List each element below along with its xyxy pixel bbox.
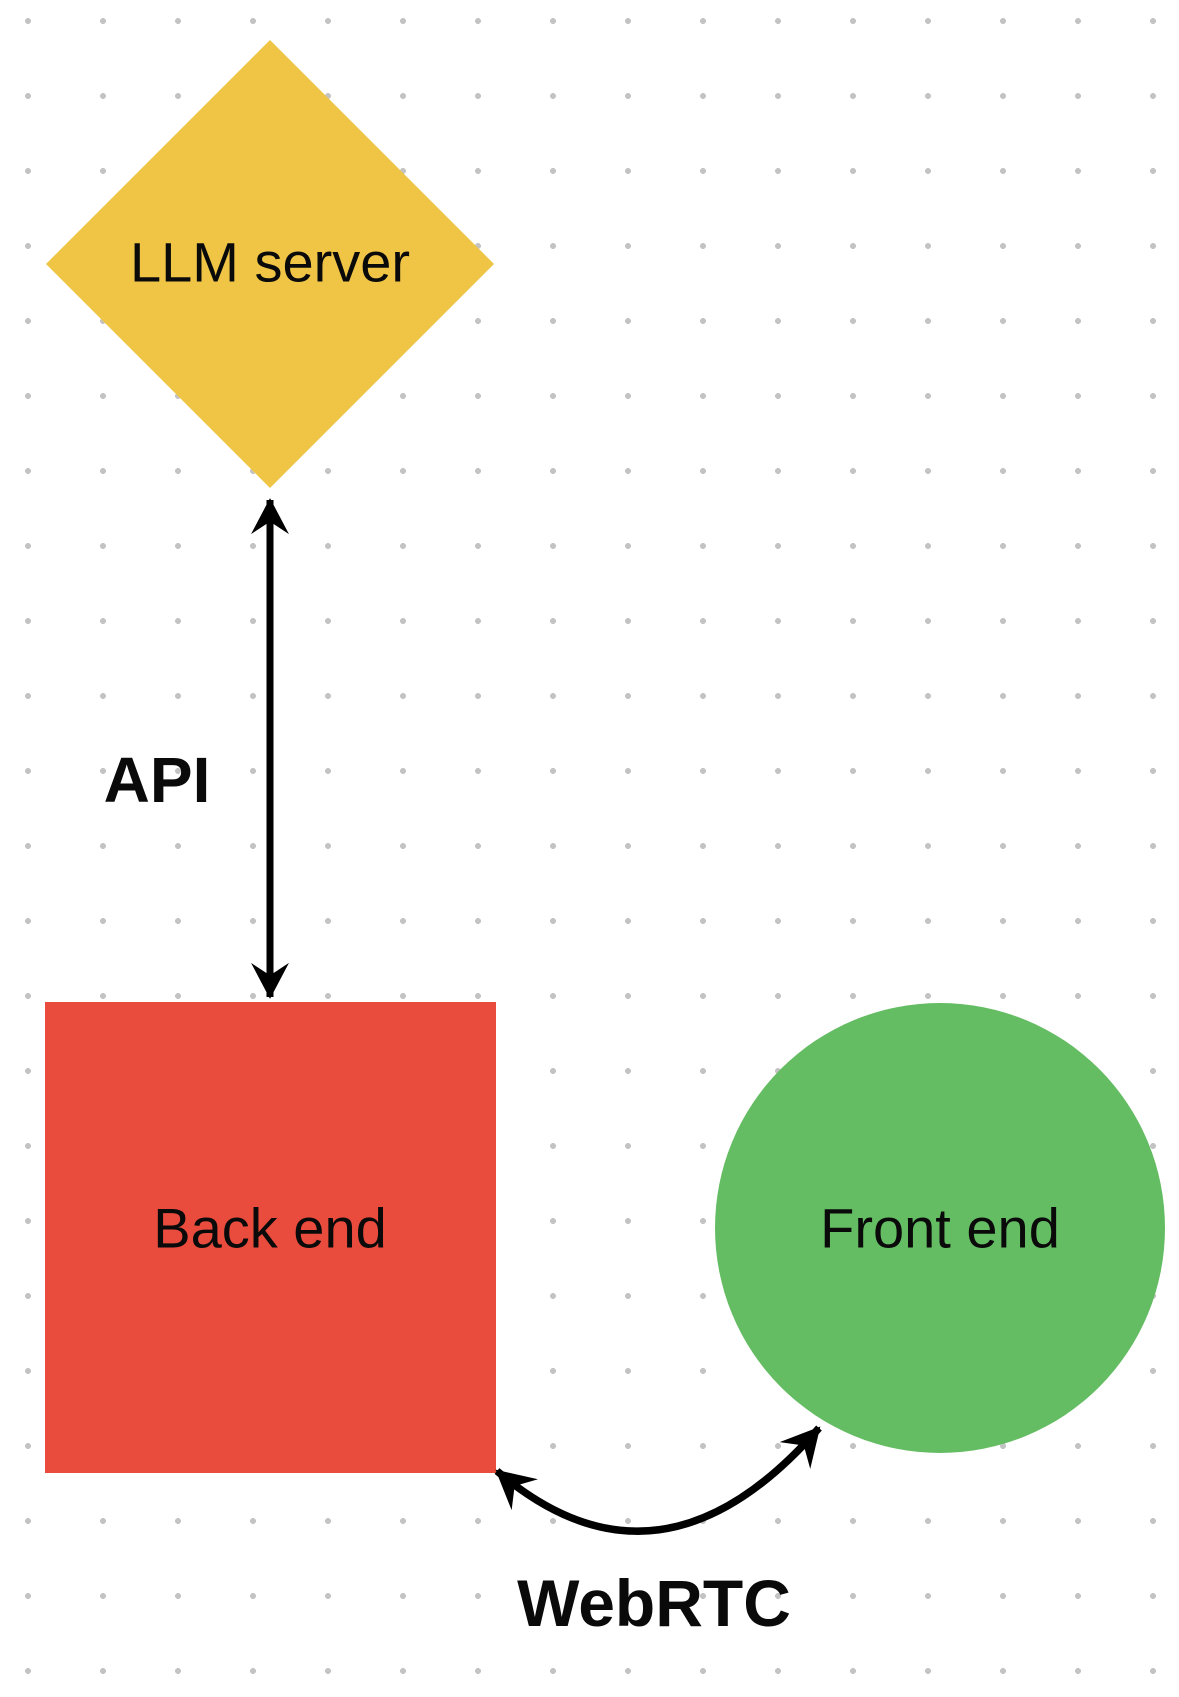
node-front-end-circle[interactable] <box>715 1003 1165 1453</box>
node-llm-server-diamond[interactable] <box>46 40 494 488</box>
connector-webrtc-arrow[interactable] <box>494 1425 822 1535</box>
node-back-end-square[interactable] <box>45 1002 496 1473</box>
